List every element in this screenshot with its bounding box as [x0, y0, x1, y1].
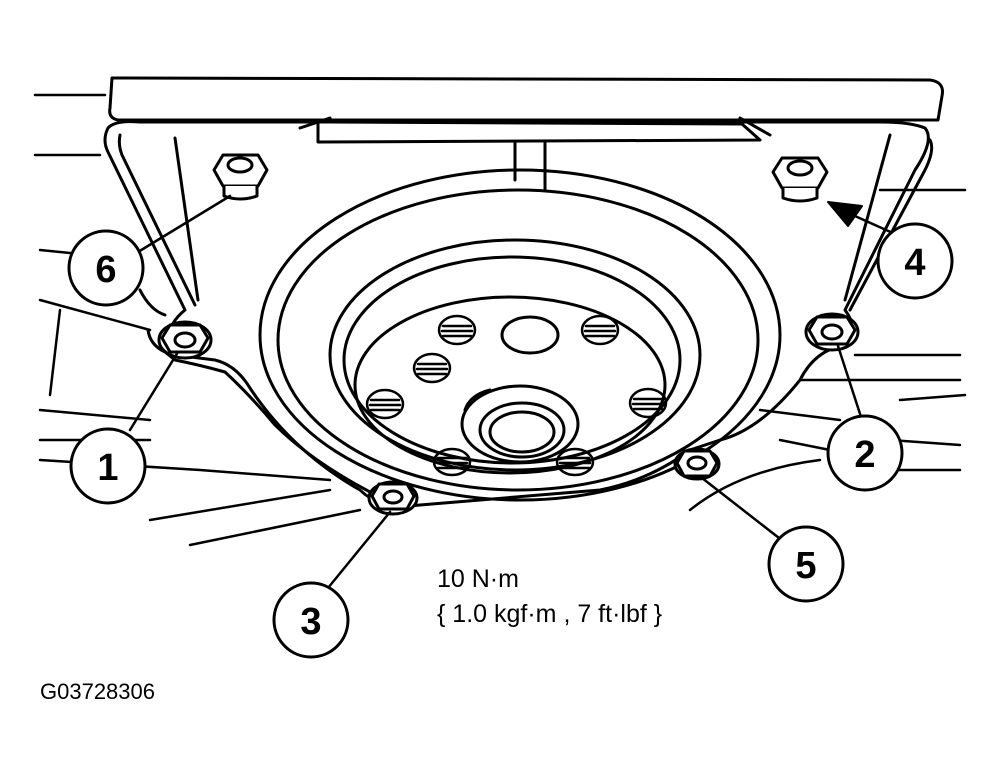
bolt-3 — [367, 480, 419, 516]
top-rail — [108, 76, 944, 192]
bolt-6 — [212, 153, 269, 201]
callout-1: 1 — [97, 447, 118, 489]
leader-lines — [128, 194, 906, 590]
threaded-holes — [365, 314, 668, 477]
threaded-hole — [555, 447, 595, 477]
threaded-hole — [580, 314, 620, 346]
torque-spec: 10 N·m { 1.0 kgf·m , 7 ft·lbf } — [437, 565, 662, 628]
threaded-hole — [628, 387, 668, 419]
callout-4: 4 — [904, 242, 925, 284]
threaded-hole — [432, 447, 472, 477]
callout-labels: 1 2 3 4 5 6 — [95, 242, 925, 643]
callout-3: 3 — [300, 601, 321, 643]
figure-id: G03728306 — [40, 679, 155, 704]
bolt-1 — [157, 320, 213, 360]
threaded-hole — [412, 352, 452, 384]
bolts — [157, 153, 860, 516]
bolt-2 — [804, 312, 860, 352]
torque-line-1: 10 N·m — [437, 565, 519, 593]
crank-flange — [353, 295, 667, 475]
threaded-hole — [437, 314, 477, 346]
torque-line-2: { 1.0 kgf·m , 7 ft·lbf } — [437, 600, 662, 628]
callout-5: 5 — [795, 545, 816, 587]
threaded-hole — [365, 388, 405, 420]
callout-6: 6 — [95, 249, 116, 291]
background-engine-lines — [33, 93, 967, 547]
arrowhead-4 — [827, 201, 863, 227]
bolt-4 — [771, 156, 829, 203]
callout-2: 2 — [854, 434, 875, 476]
bolt-5 — [673, 447, 721, 481]
callout-circles — [67, 222, 954, 659]
